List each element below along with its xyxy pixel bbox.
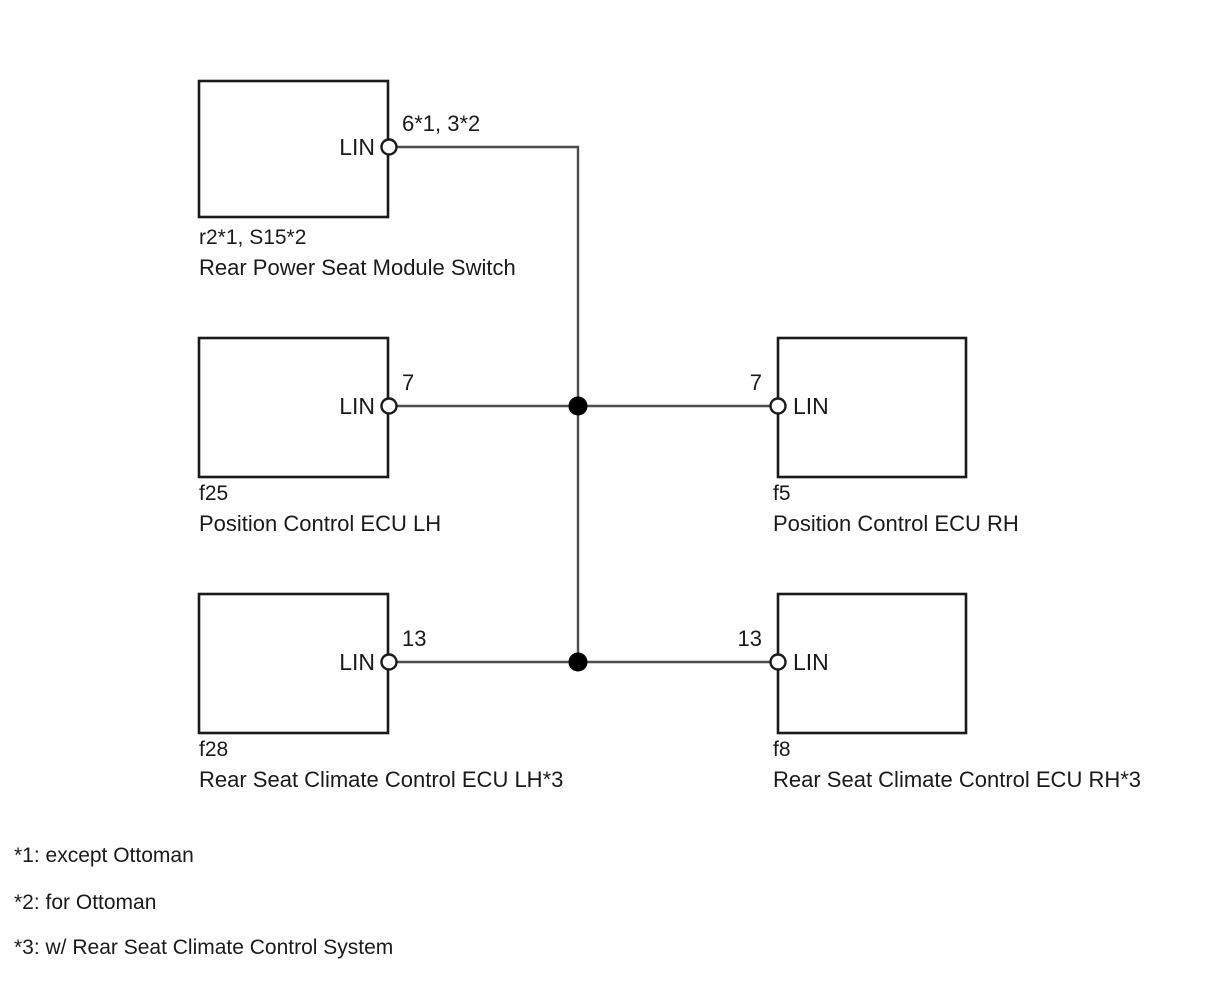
pin-label-climate-rh: 13: [738, 626, 762, 651]
ecu-box-rear-seat-climate-lh[interactable]: [197, 592, 390, 735]
footnotes: *1: except Ottoman *2: for Ottoman *3: w…: [14, 844, 393, 959]
footnote-3: *3: w/ Rear Seat Climate Control System: [14, 936, 393, 959]
ecu-box-position-control-ecu-rh[interactable]: [776, 336, 968, 479]
ecu-box-position-control-ecu-lh[interactable]: [197, 336, 390, 479]
junction-dot-bottom: [568, 652, 588, 672]
footnote-2: *2: for Ottoman: [14, 891, 156, 914]
wire-switch-to-trunk: [387, 145, 580, 664]
ecu-box-rear-power-seat-module-switch[interactable]: [197, 79, 390, 219]
connector-id-switch: r2*1, S15*2: [199, 226, 306, 249]
node-name-switch: Rear Power Seat Module Switch: [199, 255, 516, 280]
node-rear-power-seat-module-switch[interactable]: LIN 6*1, 3*2 r2*1, S15*2 Rear Power Seat…: [197, 79, 516, 280]
terminal-label-switch-lin: LIN: [339, 134, 375, 160]
node-name-pos-lh: Position Control ECU LH: [199, 511, 441, 536]
node-rear-seat-climate-control-ecu-lh[interactable]: LIN 13 f28 Rear Seat Climate Control ECU…: [197, 592, 563, 792]
terminal-label-pos-lh-lin: LIN: [339, 393, 375, 419]
terminal-ring-switch-lin[interactable]: [380, 138, 398, 156]
node-name-climate-rh: Rear Seat Climate Control ECU RH*3: [773, 767, 1141, 792]
terminal-ring-pos-rh-lin[interactable]: [769, 397, 787, 415]
connector-id-pos-rh: f5: [773, 482, 791, 505]
connector-id-pos-lh: f25: [199, 482, 228, 505]
pin-label-climate-lh: 13: [402, 626, 426, 651]
ecu-box-rear-seat-climate-rh[interactable]: [776, 592, 968, 735]
node-name-climate-lh: Rear Seat Climate Control ECU LH*3: [199, 767, 563, 792]
connector-id-climate-rh: f8: [773, 738, 791, 761]
terminal-label-climate-rh-lin: LIN: [793, 649, 829, 675]
terminal-ring-climate-lh-lin[interactable]: [380, 653, 398, 671]
terminal-ring-pos-lh-lin[interactable]: [380, 397, 398, 415]
connector-id-climate-lh: f28: [199, 738, 228, 761]
terminal-label-climate-lh-lin: LIN: [339, 649, 375, 675]
node-position-control-ecu-lh[interactable]: LIN 7 f25 Position Control ECU LH: [197, 336, 441, 536]
node-name-pos-rh: Position Control ECU RH: [773, 511, 1019, 536]
pin-label-pos-lh: 7: [402, 370, 414, 395]
node-rear-seat-climate-control-ecu-rh[interactable]: LIN 13 f8 Rear Seat Climate Control ECU …: [738, 592, 1142, 792]
pin-label-pos-rh: 7: [750, 370, 762, 395]
node-position-control-ecu-rh[interactable]: LIN 7 f5 Position Control ECU RH: [750, 336, 1019, 536]
footnote-1: *1: except Ottoman: [14, 844, 194, 867]
junction-dot-middle: [568, 396, 588, 416]
terminal-label-pos-rh-lin: LIN: [793, 393, 829, 419]
terminal-ring-climate-rh-lin[interactable]: [769, 653, 787, 671]
pin-label-switch: 6*1, 3*2: [402, 111, 480, 136]
